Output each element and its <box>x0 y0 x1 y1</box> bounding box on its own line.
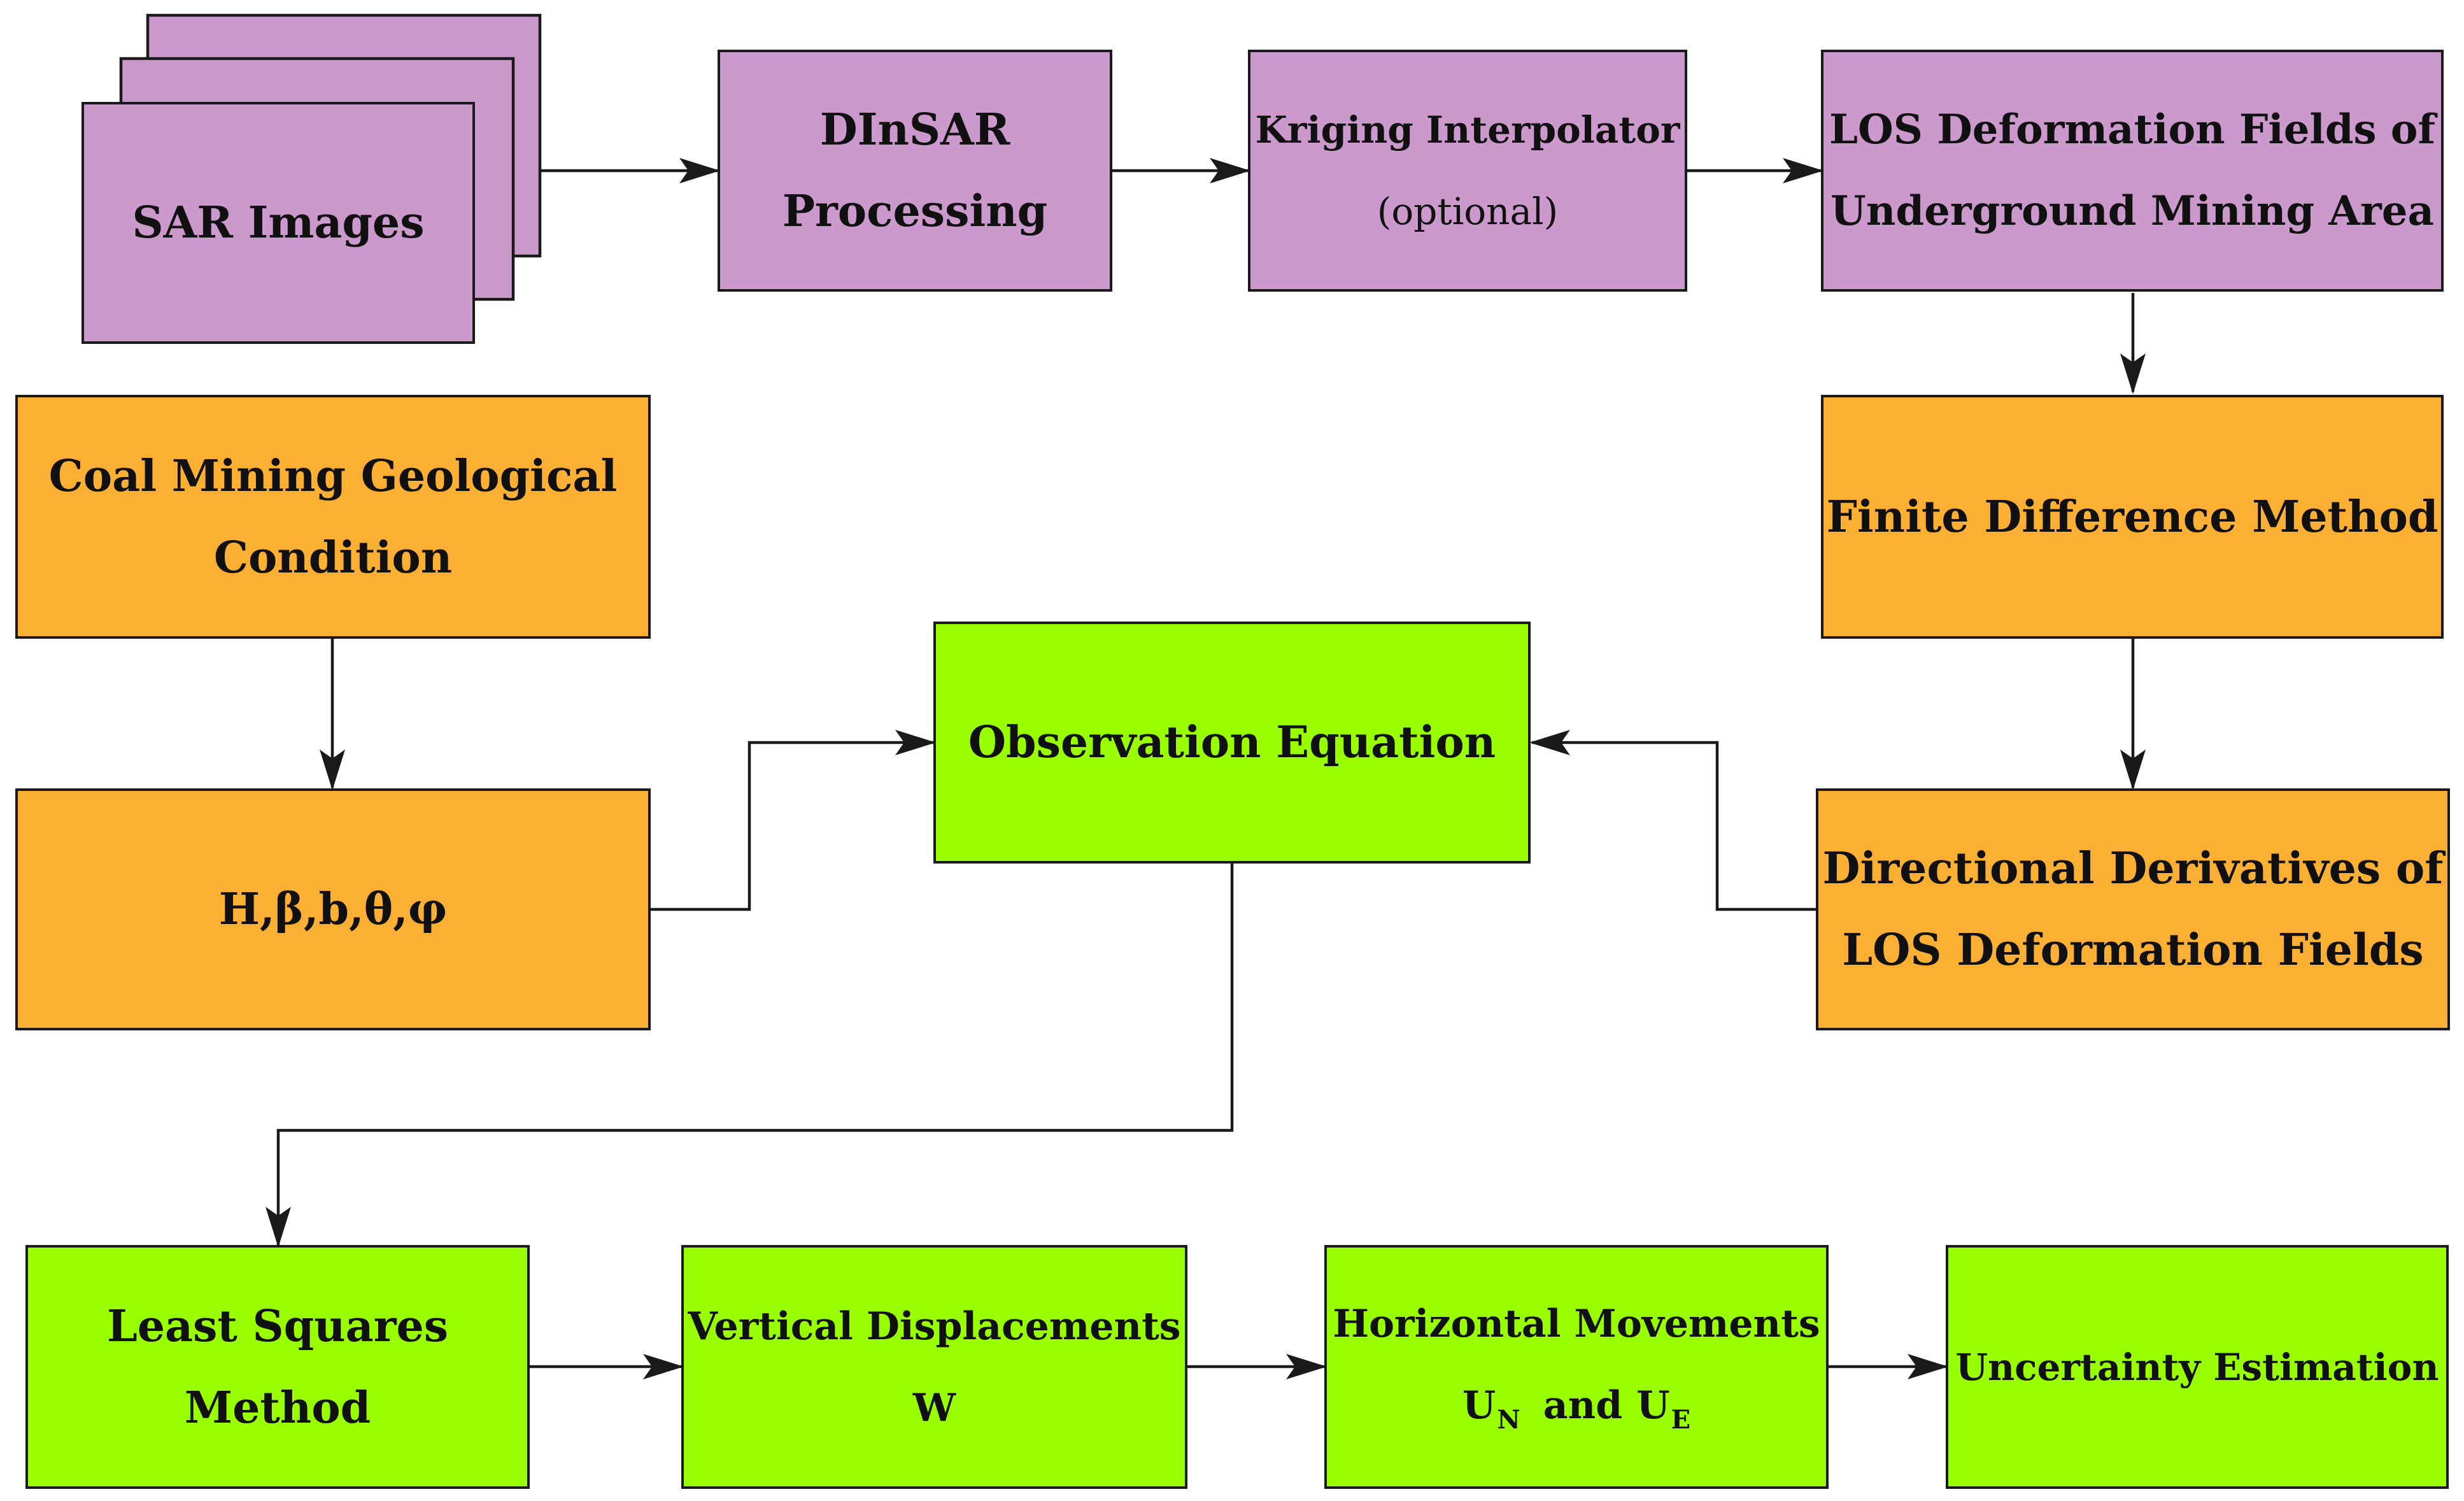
ue-symbol: U <box>1636 1383 1670 1428</box>
uncertainty-label: Uncertainty Estimation <box>1955 1345 2439 1389</box>
parameters-label: H,β,b,θ,φ <box>218 884 448 935</box>
least-squares-method-box: Least Squares Method <box>25 1245 530 1489</box>
arrow-directional-to-observation <box>1529 730 1816 911</box>
horizontal-label-line1: Horizontal Movements <box>1333 1302 1820 1346</box>
sar-images-box: SAR Images <box>81 102 475 344</box>
kriging-label-line1: Kriging Interpolator <box>1255 108 1680 152</box>
uncertainty-estimation-box: Uncertainty Estimation <box>1946 1245 2449 1489</box>
kriging-interpolator-box: Kriging Interpolator (optional) <box>1248 50 1687 292</box>
parameters-box: H,β,b,θ,φ <box>15 788 651 1030</box>
vertical-label-line1: Vertical Displacements <box>688 1304 1181 1349</box>
sar-images-label: SAR Images <box>132 197 425 248</box>
observation-equation-label: Observation Equation <box>968 717 1496 768</box>
kriging-label-line2: (optional) <box>1377 190 1559 233</box>
finite-difference-method-box: Finite Difference Method <box>1821 395 2444 639</box>
ue-subscript: E <box>1671 1405 1691 1435</box>
finite-difference-label: Finite Difference Method <box>1826 491 2439 543</box>
and-word: and <box>1543 1383 1623 1428</box>
los-fields-label-line2: Underground Mining Area <box>1830 187 2434 235</box>
least-squares-label-line1: Least Squares <box>106 1300 449 1352</box>
dinsar-label-line2: Processing <box>782 186 1048 237</box>
directional-label-line1: Directional Derivatives of <box>1822 843 2444 894</box>
dinsar-processing-box: DInSAR Processing <box>718 50 1112 292</box>
least-squares-label-line2: Method <box>184 1382 371 1433</box>
arrow-observation-to-least-squares <box>266 864 1234 1248</box>
directional-derivatives-box: Directional Derivatives of LOS Deformati… <box>1816 788 2450 1030</box>
un-symbol: U <box>1462 1383 1496 1428</box>
vertical-displacements-box: Vertical Displacements W <box>681 1245 1187 1489</box>
dinsar-label-line1: DInSAR <box>819 104 1010 155</box>
vertical-label-line2: W <box>912 1385 956 1430</box>
observation-equation-box: Observation Equation <box>933 622 1531 864</box>
coal-mining-label-line1: Coal Mining Geological <box>48 450 618 502</box>
los-deformation-fields-box: LOS Deformation Fields of Underground Mi… <box>1821 50 2444 292</box>
coal-mining-label-line2: Condition <box>213 532 453 583</box>
arrow-parameters-to-observation <box>651 730 936 911</box>
un-subscript: N <box>1497 1405 1520 1435</box>
directional-label-line2: LOS Deformation Fields <box>1842 925 2424 976</box>
los-fields-label-line1: LOS Deformation Fields of <box>1829 106 2436 153</box>
coal-mining-condition-box: Coal Mining Geological Condition <box>15 395 651 639</box>
